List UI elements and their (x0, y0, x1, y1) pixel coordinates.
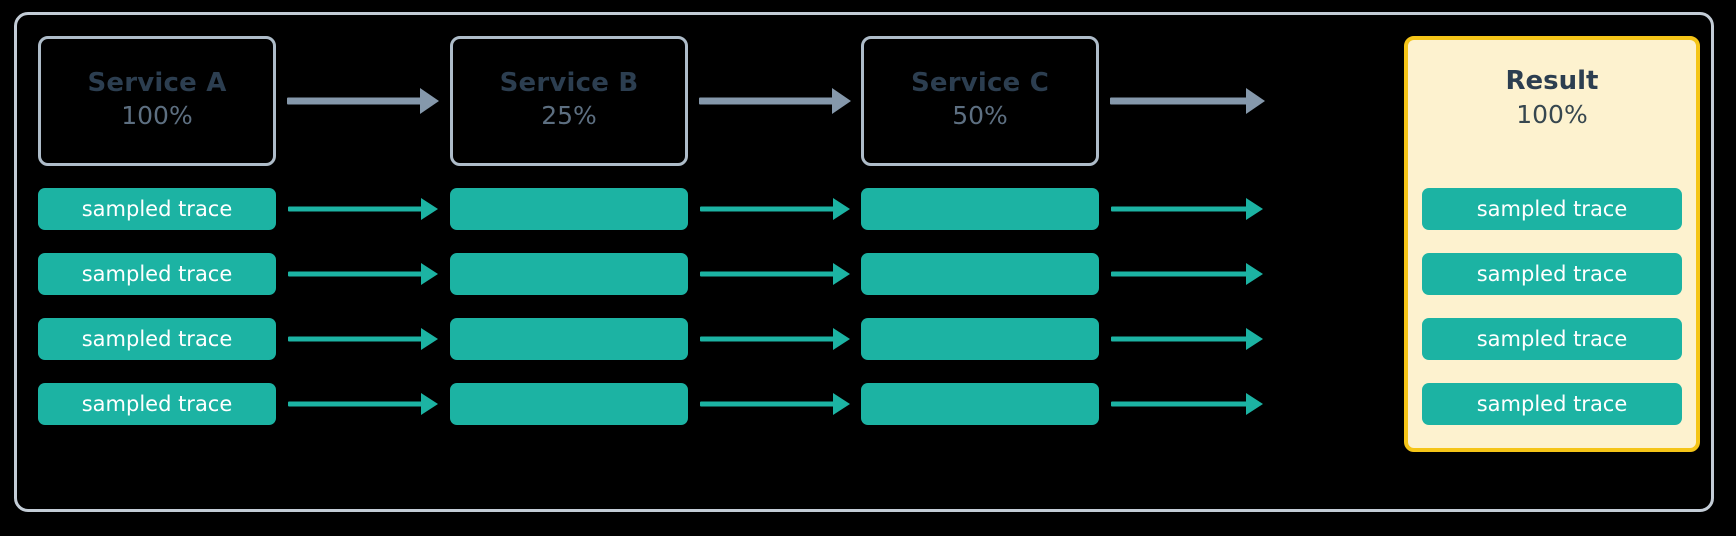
trace-arrow-a-to-b-row-1 (288, 198, 438, 220)
trace-bar-service-a-row-2[interactable]: sampled trace (38, 253, 276, 295)
service-box-service-b[interactable]: Service B 25% (450, 36, 688, 166)
arrow-head-icon (833, 328, 850, 350)
outer-frame (14, 12, 1714, 512)
trace-arrow-c-to-result-row-2 (1111, 263, 1263, 285)
service-box-service-a[interactable]: Service A 100% (38, 36, 276, 166)
flow-arrow-c-to-result (1110, 88, 1265, 114)
result-percent: 100% (1516, 100, 1588, 130)
trace-bar-service-c-row-4[interactable] (861, 383, 1099, 425)
trace-bar-service-c-row-1[interactable] (861, 188, 1099, 230)
arrow-head-icon (1246, 263, 1263, 285)
trace-bar-label: sampled trace (81, 196, 233, 221)
trace-arrow-a-to-b-row-2 (288, 263, 438, 285)
trace-arrow-b-to-c-row-1 (700, 198, 850, 220)
trace-bar-service-b-row-2[interactable] (450, 253, 688, 295)
service-percent: 50% (952, 101, 1008, 131)
trace-bar-label: sampled trace (81, 326, 233, 351)
service-title: Service C (910, 68, 1050, 99)
trace-bar-result-row-3[interactable]: sampled trace (1422, 318, 1682, 360)
trace-bar-label: sampled trace (1476, 196, 1628, 221)
trace-bar-result-row-1[interactable]: sampled trace (1422, 188, 1682, 230)
arrow-shaft (1111, 336, 1247, 342)
service-title: Service B (499, 68, 639, 99)
arrow-head-icon (421, 198, 438, 220)
arrow-shaft (287, 97, 422, 105)
arrow-head-icon (832, 88, 851, 114)
trace-bar-result-row-4[interactable]: sampled trace (1422, 383, 1682, 425)
arrow-shaft (288, 206, 422, 212)
arrow-head-icon (420, 88, 439, 114)
arrow-shaft (1111, 271, 1247, 277)
arrow-shaft (700, 206, 834, 212)
trace-bar-label: sampled trace (1476, 326, 1628, 351)
service-title: Service A (87, 68, 227, 99)
trace-bar-service-a-row-4[interactable]: sampled trace (38, 383, 276, 425)
trace-bar-label: sampled trace (81, 261, 233, 286)
arrow-shaft (1111, 206, 1247, 212)
arrow-shaft (288, 336, 422, 342)
service-box-service-c[interactable]: Service C 50% (861, 36, 1099, 166)
arrow-head-icon (1246, 328, 1263, 350)
trace-arrow-c-to-result-row-3 (1111, 328, 1263, 350)
arrow-head-icon (833, 263, 850, 285)
arrow-shaft (288, 401, 422, 407)
trace-bar-service-b-row-3[interactable] (450, 318, 688, 360)
trace-bar-label: sampled trace (1476, 261, 1628, 286)
result-header: Result 100% (1408, 40, 1696, 133)
service-percent: 25% (541, 101, 597, 131)
trace-bar-service-a-row-1[interactable]: sampled trace (38, 188, 276, 230)
arrow-shaft (1111, 401, 1247, 407)
arrow-shaft (699, 97, 834, 105)
arrow-head-icon (1246, 198, 1263, 220)
arrow-shaft (1110, 97, 1248, 105)
trace-bar-result-row-2[interactable]: sampled trace (1422, 253, 1682, 295)
arrow-shaft (700, 336, 834, 342)
arrow-shaft (288, 271, 422, 277)
service-percent: 100% (121, 101, 193, 131)
trace-bar-service-a-row-3[interactable]: sampled trace (38, 318, 276, 360)
trace-arrow-c-to-result-row-1 (1111, 198, 1263, 220)
arrow-head-icon (833, 198, 850, 220)
trace-arrow-b-to-c-row-3 (700, 328, 850, 350)
trace-bar-service-b-row-4[interactable] (450, 383, 688, 425)
trace-bar-service-c-row-2[interactable] (861, 253, 1099, 295)
arrow-head-icon (1246, 88, 1265, 114)
trace-bar-label: sampled trace (1476, 391, 1628, 416)
arrow-head-icon (421, 393, 438, 415)
result-panel[interactable]: Result 100% (1404, 36, 1700, 452)
arrow-head-icon (1246, 393, 1263, 415)
flow-arrow-b-to-c (699, 88, 851, 114)
arrow-head-icon (421, 328, 438, 350)
trace-arrow-a-to-b-row-4 (288, 393, 438, 415)
trace-bar-service-b-row-1[interactable] (450, 188, 688, 230)
trace-bar-label: sampled trace (81, 391, 233, 416)
flow-arrow-a-to-b (287, 88, 439, 114)
trace-arrow-c-to-result-row-4 (1111, 393, 1263, 415)
trace-arrow-b-to-c-row-2 (700, 263, 850, 285)
arrow-shaft (700, 401, 834, 407)
arrow-shaft (700, 271, 834, 277)
trace-arrow-a-to-b-row-3 (288, 328, 438, 350)
result-title: Result (1505, 66, 1599, 96)
arrow-head-icon (833, 393, 850, 415)
trace-arrow-b-to-c-row-4 (700, 393, 850, 415)
trace-bar-service-c-row-3[interactable] (861, 318, 1099, 360)
arrow-head-icon (421, 263, 438, 285)
